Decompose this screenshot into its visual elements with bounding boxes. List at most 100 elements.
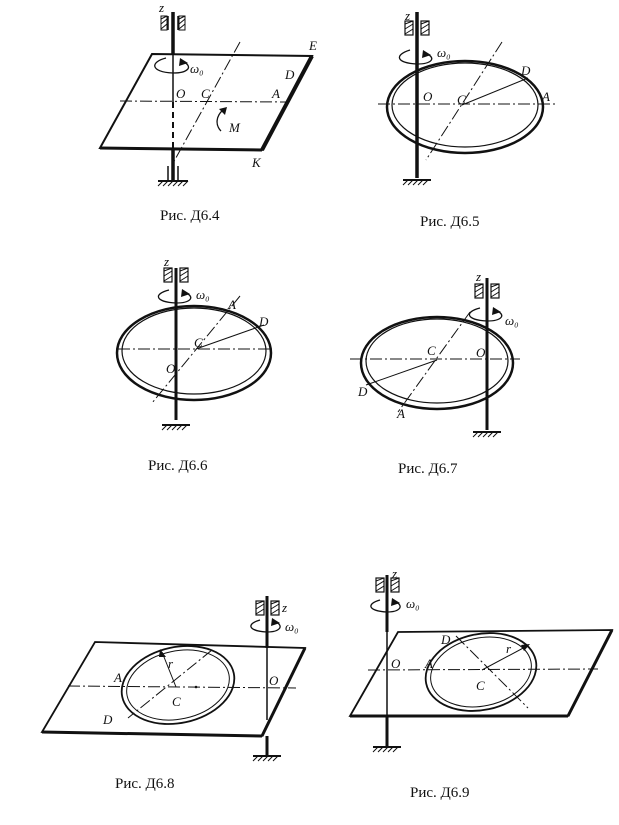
bearing-top <box>255 600 280 616</box>
omega-arrow <box>154 57 190 74</box>
caption: Рис. Д6.6 <box>148 458 208 474</box>
figure-d6-5: z ω₀ O C A D Рис. Д6.5 <box>378 8 556 230</box>
line-ca <box>397 311 471 413</box>
figure-d6-8: z ω₀ O C A D r Рис. Д6.8 <box>40 596 307 792</box>
label-d: D <box>357 384 368 399</box>
label-c: C <box>194 335 203 350</box>
label-d: D <box>284 67 295 82</box>
caption: Рис. Д6.7 <box>398 461 458 477</box>
label-a: A <box>541 89 550 104</box>
radius-cd <box>365 359 438 386</box>
ring-inner <box>391 62 539 148</box>
label-omega: ω₀ <box>196 287 210 302</box>
omega-arrow <box>370 598 401 613</box>
radius-cd <box>461 77 529 106</box>
label-omega: ω₀ <box>406 596 420 611</box>
label-z: z <box>404 8 410 23</box>
caption: Рис. Д6.8 <box>115 776 175 792</box>
plate-side-edge <box>260 647 307 737</box>
line-cd <box>425 41 503 161</box>
label-z: z <box>281 600 287 615</box>
label-d: D <box>440 632 451 647</box>
label-o: O <box>391 656 401 671</box>
label-o: O <box>176 86 186 101</box>
label-z: z <box>158 0 164 15</box>
bearing-bottom <box>157 166 189 187</box>
ring-inner <box>365 318 509 404</box>
omega-arrow <box>250 618 281 633</box>
label-d: D <box>258 314 269 329</box>
moment-arrow <box>216 107 227 132</box>
plate-edge-ke <box>260 55 314 151</box>
label-o: O <box>423 89 433 104</box>
label-a: A <box>424 656 433 671</box>
bearing-top <box>160 15 186 31</box>
ring-outer <box>120 645 236 725</box>
figure-d6-7: z ω₀ O C A D Рис. Д6.7 <box>350 269 520 477</box>
label-c: C <box>201 86 210 101</box>
plate-front-edge <box>41 730 263 738</box>
label-d: D <box>520 63 531 78</box>
label-m: M <box>228 120 241 135</box>
radius-r <box>161 651 177 688</box>
line-cd <box>171 41 241 166</box>
radius-arrowhead <box>159 649 166 657</box>
line-cd <box>455 635 529 709</box>
ring-inner <box>126 649 230 721</box>
plate <box>40 641 307 737</box>
line-ao <box>67 685 297 689</box>
radius-arrowhead <box>521 644 530 651</box>
omega-arrow <box>468 307 503 322</box>
label-c: C <box>457 92 466 107</box>
line-oa <box>119 100 289 103</box>
radius-r <box>481 645 528 671</box>
label-omega: ω₀ <box>505 313 519 328</box>
label-r: r <box>506 641 512 656</box>
figure-d6-4: z ω₀ O C A D E K M Рис. Д6.4 <box>98 0 317 224</box>
omega-arrow <box>157 289 192 304</box>
ring-outer <box>359 315 515 411</box>
bearing-top <box>375 577 400 593</box>
label-r: r <box>168 656 174 671</box>
label-d: D <box>102 712 113 727</box>
bearing-top <box>163 267 189 283</box>
label-a: A <box>271 86 280 101</box>
bearing-top <box>474 283 500 299</box>
label-c: C <box>427 343 436 358</box>
radius-cd <box>195 324 265 350</box>
label-a: A <box>113 670 122 685</box>
ring-inner <box>430 636 532 708</box>
label-z: z <box>391 566 397 581</box>
label-k: K <box>251 155 262 170</box>
omega-arrow <box>398 49 433 65</box>
ring-inner <box>121 307 267 395</box>
bearing-bottom <box>252 755 281 762</box>
label-o: O <box>166 361 176 376</box>
line-ca <box>151 295 241 404</box>
label-a: A <box>396 406 405 421</box>
ring-outer <box>115 304 273 402</box>
caption: Рис. Д6.5 <box>420 214 480 230</box>
caption: Рис. Д6.9 <box>410 785 470 801</box>
figure-d6-9: z ω₀ O C A D r Рис. Д6.9 <box>348 566 614 801</box>
label-omega: ω₀ <box>190 61 204 76</box>
bearing-bottom <box>372 746 401 753</box>
label-c: C <box>476 678 485 693</box>
line-cd <box>127 649 213 719</box>
label-z: z <box>475 269 481 284</box>
plate-side-edge <box>566 629 614 717</box>
label-a: A <box>227 297 236 312</box>
label-o: O <box>476 345 486 360</box>
label-z: z <box>163 254 169 269</box>
center-dot <box>194 685 198 689</box>
label-o: O <box>269 673 279 688</box>
bearing-top <box>404 20 430 36</box>
label-omega: ω₀ <box>437 45 451 60</box>
bearing-bottom <box>402 179 431 186</box>
ring-outer <box>385 59 545 155</box>
label-omega: ω₀ <box>285 619 299 634</box>
caption: Рис. Д6.4 <box>160 208 220 224</box>
ring-outer <box>424 632 538 712</box>
bearing-bottom <box>161 424 190 431</box>
